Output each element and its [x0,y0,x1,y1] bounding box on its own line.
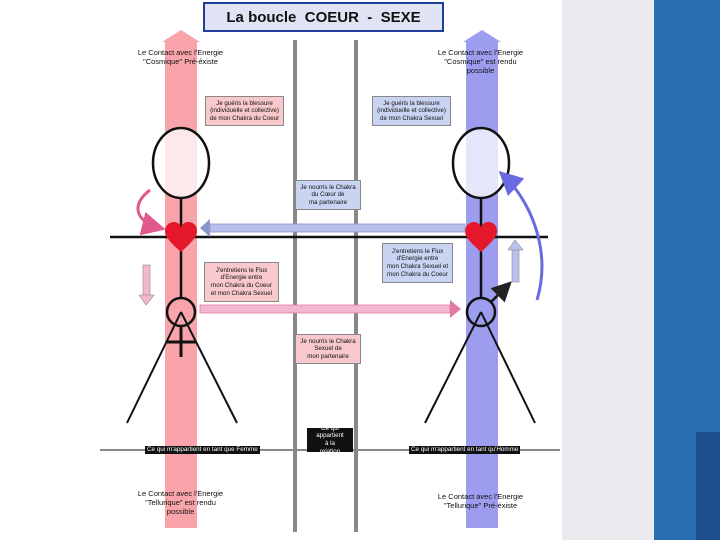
center-relation-box-line: à la [325,440,335,447]
right-up-flow-arrowhead [507,239,524,251]
right-heal-box: Je guéris la blessure (individuelle et c… [372,96,451,126]
left-flux-box-line: mon Chakra du Coeur [211,282,272,289]
diagram-canvas [100,30,560,532]
left-bottom-label: Le Contact avec l'Energie "Tellurique" e… [118,489,243,516]
left-heal-box-line: de mon Chakra du Coeur [209,114,280,122]
left-heal-box-line: (individuelle et collective) [210,107,279,115]
right-heal-box-line: Je guéris la blessure [383,99,440,107]
right-head-circle [451,126,511,200]
right-mars-arrow [490,281,512,303]
right-flux-box-line: d'Energie entre [396,255,439,263]
left-down-flow-band [142,264,151,296]
left-top-label-line: "Cosmique" Pré-éxiste [143,57,218,66]
right-bottom-label-line: "Tellurique" Pré-éxiste [443,501,518,510]
left-head-circle [151,126,211,200]
heart-flow-band [209,223,466,233]
right-flux-box-line: J'entretiens le Flux [391,247,444,255]
right-flux-box-line: mon Chakra du Coeur [387,270,448,278]
center-heart-box-line: du Cœur de [311,191,345,199]
page-title: La boucle COEUR - SEXE [203,2,444,32]
right-bottom-label-line: Le Contact avec l'Energie [437,492,524,501]
right-heart-shape [465,222,497,252]
right-leg-left [424,311,482,424]
center-heart-box-line: ma partenaire [308,198,348,206]
right-leg-right [480,311,536,424]
sex-flow-arrowhead [450,300,461,318]
pink-column-top-arrow [162,30,200,42]
right-top-label-line: possible [466,66,495,75]
left-flux-box: J'entretiens le Flux d'Energie entre mon… [204,262,279,302]
right-top-label: Le Contact avec l'Energie "Cosmique" est… [418,48,543,75]
right-bottom-label: Le Contact avec l'Energie "Tellurique" P… [418,492,543,510]
center-relation-box-line: relation [319,447,341,455]
left-heal-box-line: Je guéris la blessure [216,99,273,107]
left-head-to-heart-arrow [136,188,166,236]
left-bottom-label-line: possible [166,507,195,516]
right-heal-box-line: (individuelle et collective) [377,107,446,115]
right-top-label-line: Le Contact avec l'Energie [437,48,524,57]
blue-column-top-arrow [463,30,501,42]
center-heart-box-line: Je nourris le Chakra [300,183,356,191]
right-top-label-line: "Cosmique" est rendu [444,57,517,66]
left-bottom-label-line: "Tellurique" est rendu [145,498,216,507]
left-leg-right [180,311,238,424]
page-title-text: La boucle COEUR - SEXE [226,8,421,26]
sex-flow-band [199,304,451,314]
left-heart-shape [165,222,197,252]
right-bottom-bar: Ce qui m'appartient en tant qu'Homme [409,446,521,454]
center-sex-box-line: mon partenaire [307,352,349,360]
right-flux-box-line: mon Chakra Sexuel et [386,263,449,270]
right-heal-box-line: de mon Chakra Sexuel [380,114,443,122]
left-bottom-label-line: Le Contact avec l'Energie [137,489,224,498]
left-bottom-bar: Ce qui m'appartient en tant que Femme [145,446,260,454]
heart-flow-arrowhead [200,219,210,237]
right-flux-box: J'entretiens le Flux d'Energie entre mon… [382,243,453,283]
right-up-flow-band [511,249,520,283]
center-sex-box-line: Je nourris le Chakra [300,337,356,345]
left-flux-box-line: d'Energie entre [220,274,263,282]
left-top-label: Le Contact avec l'Energie "Cosmique" Pré… [118,48,243,66]
center-sex-box-line: Sexuel de [314,345,342,353]
left-down-flow-arrowhead [138,294,155,306]
left-top-label-line: Le Contact avec l'Energie [137,48,224,57]
center-relation-box: Ce qui appartient à la relation [307,424,353,455]
center-heart-box: Je nourris le Chakra du Cœur de ma parte… [295,180,361,210]
center-sex-box: Je nourris le Chakra Sexuel de mon parte… [295,334,361,364]
left-leg-left [126,311,182,424]
center-relation-box-line: Ce qui appartient [316,424,344,440]
left-flux-box-line: et mon Chakra Sexuel [210,289,273,297]
right-sex-to-head-arrow [498,170,544,301]
right-sex-circle [465,296,497,328]
left-heal-box: Je guéris la blessure (individuelle et c… [205,96,284,126]
side-panel-dark-block [696,432,720,540]
side-panel-grey [562,0,654,540]
left-flux-box-line: J'entretiens le Flux [215,266,268,274]
